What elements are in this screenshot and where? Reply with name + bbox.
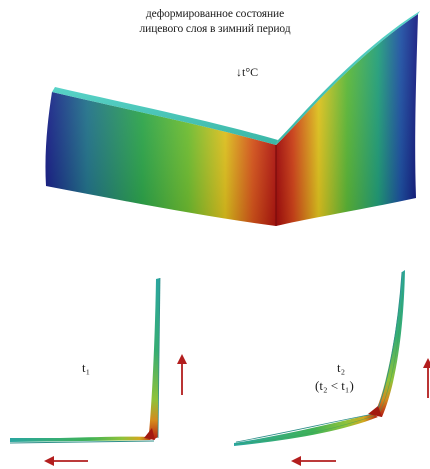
right-horizontal-leg: [234, 414, 378, 446]
deformed-wall-3d: [45, 11, 420, 226]
right-up-arrow: [423, 358, 430, 398]
label-t2-condition: (t₂ < t₁): [315, 378, 354, 394]
left-left-arrow: [44, 456, 88, 466]
label-t1: t₁: [82, 360, 90, 376]
left-up-arrow: [177, 354, 187, 395]
temperature-indicator: ↓t°C: [236, 65, 258, 80]
caption-line-1: деформированное состояние: [0, 7, 430, 22]
temperature-text: t°C: [242, 65, 258, 79]
panel-right-section: [234, 270, 430, 466]
right-left-arrow: [291, 456, 336, 466]
label-t2: t₂: [337, 360, 345, 376]
caption-line-2: лицевого слоя в зимний период: [0, 22, 430, 37]
panel-left-section: [10, 278, 187, 466]
